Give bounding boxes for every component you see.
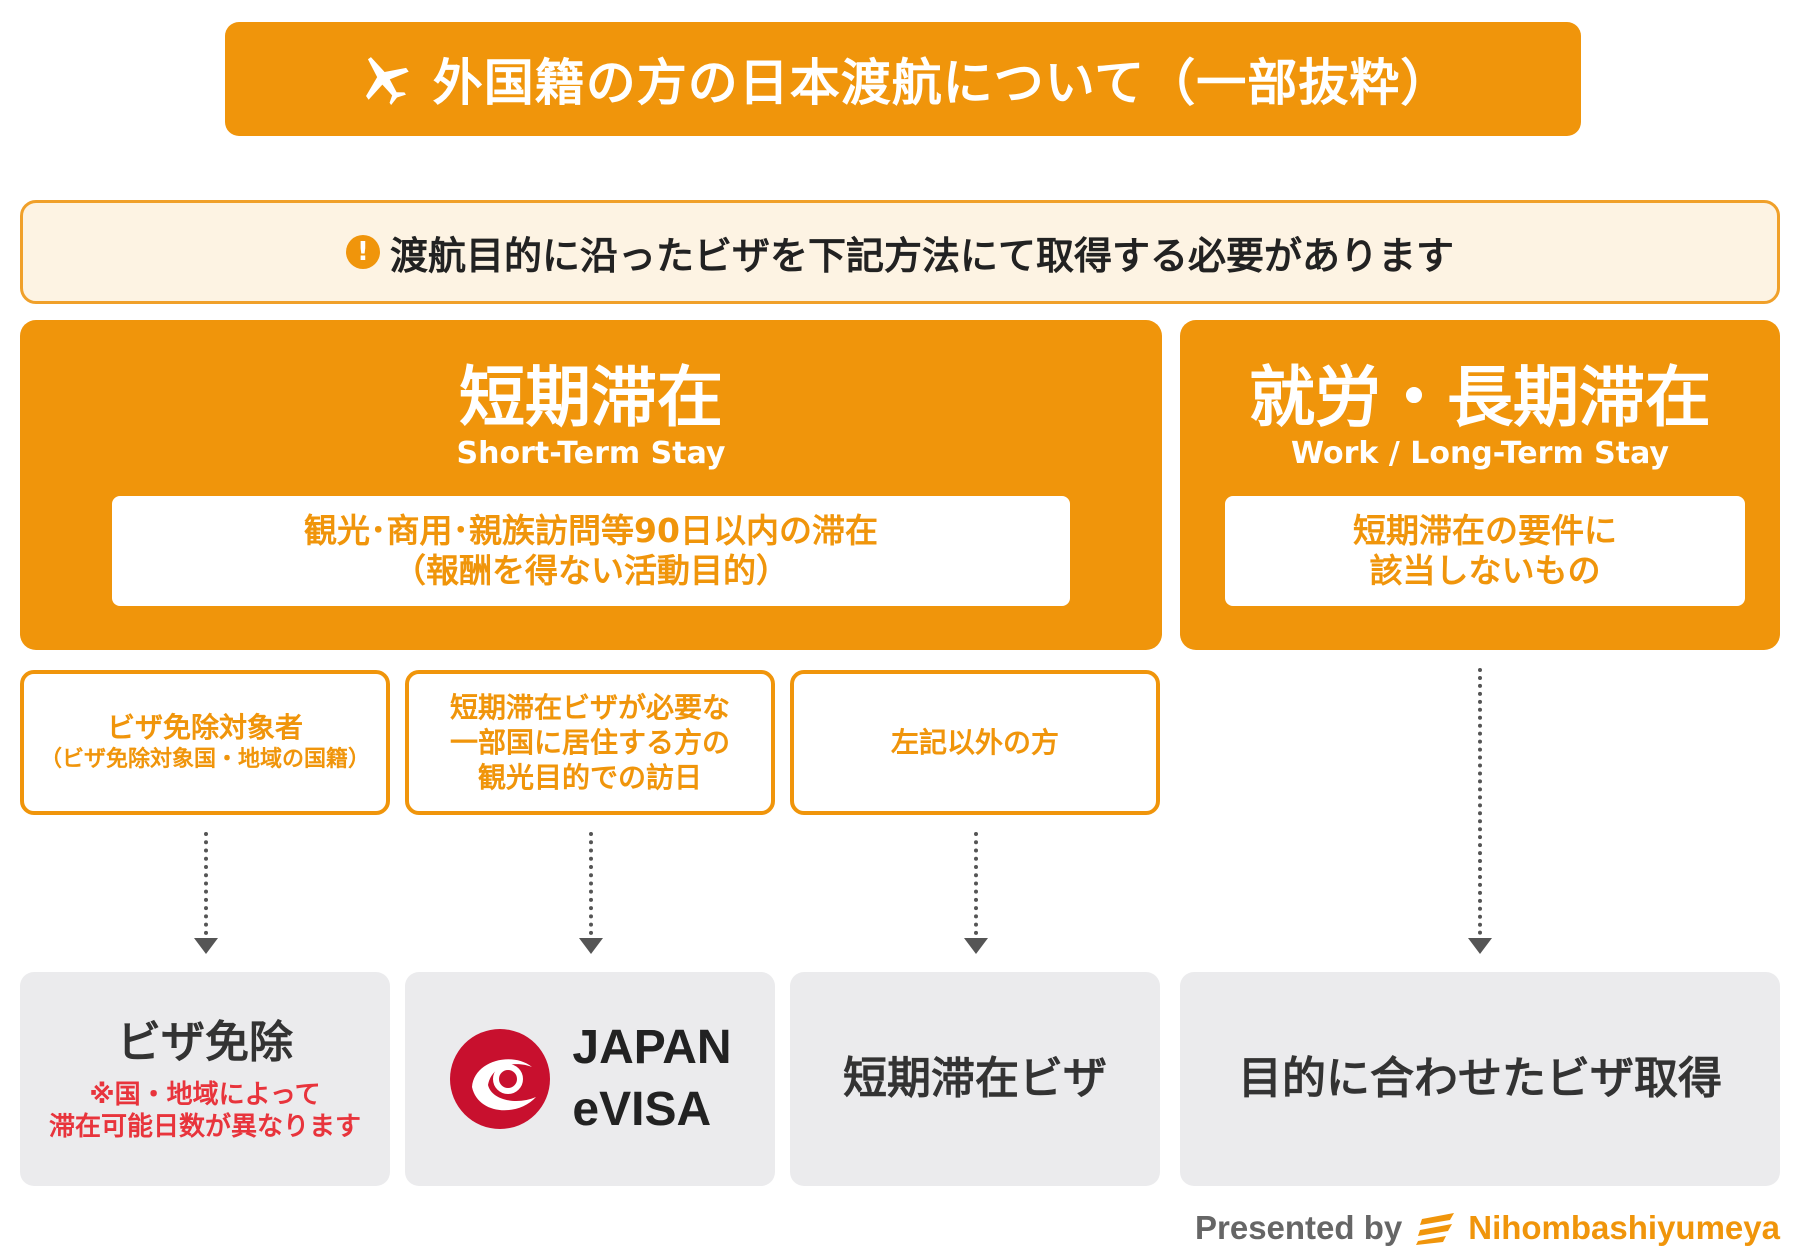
footer-credit: Presented by Nihombashiyumeya xyxy=(1195,1206,1780,1250)
subcategory-evisa-eligible: 短期滞在ビザが必要な 一部国に居住する方の 観光目的での訪日 xyxy=(405,670,775,815)
category-short-term-stay: 短期滞在 Short-Term Stay 観光･商用･親族訪問等90日以内の滞在… xyxy=(20,320,1162,650)
exclamation-icon: ! xyxy=(345,235,380,269)
category-title-ja: 短期滞在 xyxy=(459,359,723,436)
result-note: ※国・地域によって xyxy=(89,1080,321,1110)
category-title-en: Work / Long-Term Stay xyxy=(1291,436,1669,471)
notice-box: ! 渡航目的に沿ったビザを下記方法にて取得する必要があります xyxy=(20,200,1780,304)
airplane-icon xyxy=(365,57,409,105)
subcategory-label: 左記以外の方 xyxy=(890,726,1059,759)
result-title: ビザ免除 xyxy=(117,1017,293,1068)
brand-name: Nihombashiyumeya xyxy=(1468,1209,1780,1246)
flow-arrow xyxy=(191,832,221,957)
result-short-term-visa: 短期滞在ビザ xyxy=(790,972,1160,1186)
category-title-en: Short-Term Stay xyxy=(456,436,726,471)
evisa-logo-text: eVISA xyxy=(572,1083,712,1136)
flow-arrow xyxy=(576,832,606,957)
page-title: 外国籍の方の日本渡航について（一部抜粋） xyxy=(432,54,1452,112)
description-line: （報酬を得ない活動目的） xyxy=(393,551,789,590)
subcategory-label: 短期滞在ビザが必要な xyxy=(449,691,730,724)
flow-arrow xyxy=(961,832,991,957)
japan-evisa-logo xyxy=(450,1029,551,1129)
category-description: 観光･商用･親族訪問等90日以内の滞在 （報酬を得ない活動目的） xyxy=(112,496,1070,606)
result-note: 滞在可能日数が異なります xyxy=(48,1112,361,1142)
result-visa-exemption: ビザ免除 ※国・地域によって 滞在可能日数が異なります xyxy=(20,972,390,1186)
notice-text: 渡航目的に沿ったビザを下記方法にて取得する必要があります xyxy=(389,233,1454,278)
subcategory-visa-exempt: ビザ免除対象者 （ビザ免除対象国・地域の国籍） xyxy=(20,670,390,815)
subcategory-label: 一部国に居住する方の xyxy=(449,726,730,759)
category-title-ja: 就労・長期滞在 xyxy=(1249,359,1711,436)
category-work-long-term-stay: 就労・長期滞在 Work / Long-Term Stay 短期滞在の要件に 該… xyxy=(1180,320,1780,650)
description-line: 短期滞在の要件に xyxy=(1353,511,1617,550)
subcategory-note: （ビザ免除対象国・地域の国籍） xyxy=(39,747,370,772)
presented-by-label: Presented by xyxy=(1194,1209,1403,1246)
result-japan-evisa: JAPAN eVISA xyxy=(405,972,775,1186)
result-purpose-visa: 目的に合わせたビザ取得 xyxy=(1180,972,1780,1186)
description-line: 該当しないもの xyxy=(1369,551,1601,590)
flow-arrow xyxy=(1465,668,1495,957)
evisa-logo-text: JAPAN xyxy=(572,1021,732,1074)
nihombashiyumeya-logo xyxy=(1416,1213,1455,1245)
category-description: 短期滞在の要件に 該当しないもの xyxy=(1225,496,1745,606)
subcategory-label: ビザ免除対象者 xyxy=(106,711,303,744)
subcategory-others: 左記以外の方 xyxy=(790,670,1160,815)
result-title: 短期滞在ビザ xyxy=(843,1053,1107,1104)
title-banner: 外国籍の方の日本渡航について（一部抜粋） xyxy=(225,22,1581,136)
subcategory-label: 観光目的での訪日 xyxy=(477,761,702,794)
description-line: 観光･商用･親族訪問等90日以内の滞在 xyxy=(304,511,878,550)
result-title: 目的に合わせたビザ取得 xyxy=(1238,1053,1722,1104)
